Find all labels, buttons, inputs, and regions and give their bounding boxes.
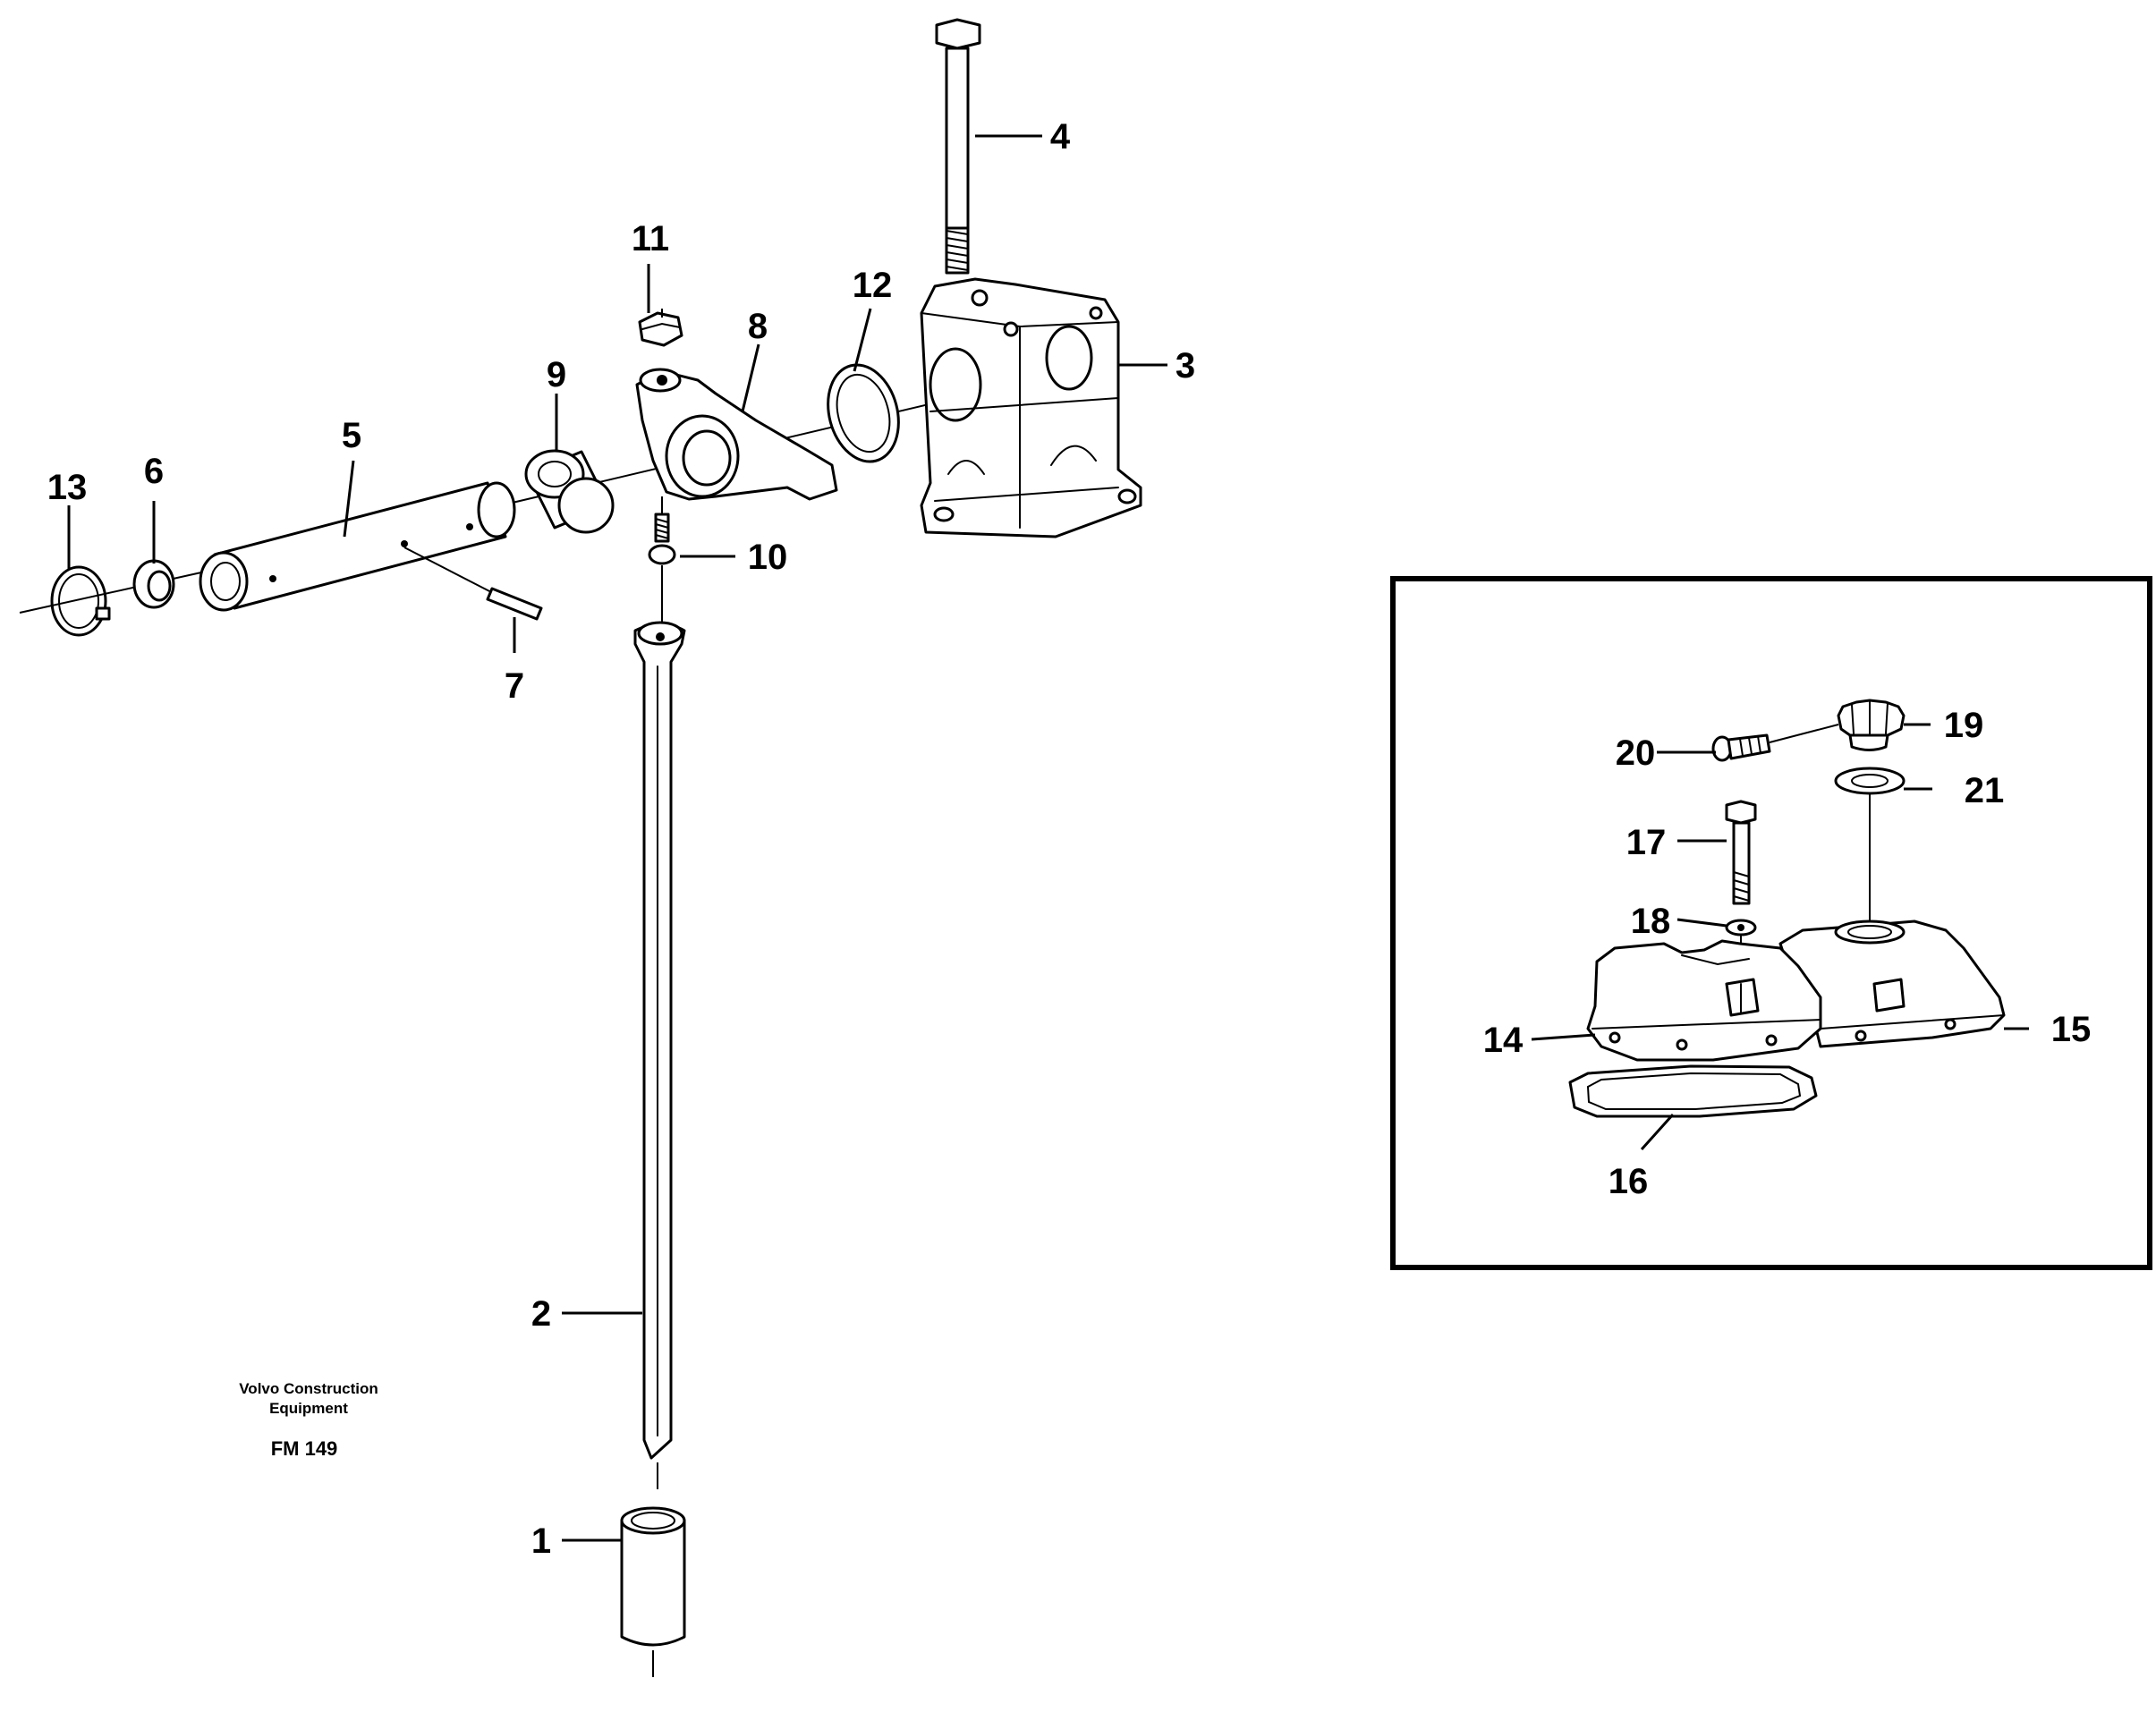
label-part-12: 12 — [853, 266, 893, 305]
label-part-17: 17 — [1626, 823, 1667, 862]
part-labels: 1 2 3 4 5 6 7 8 9 10 11 12 13 14 15 16 1… — [47, 117, 2092, 1561]
publisher-caption: Volvo Construction Equipment FM 149 — [239, 1380, 378, 1460]
washer-drawing — [827, 363, 900, 463]
label-part-5: 5 — [342, 416, 361, 455]
label-part-10: 10 — [748, 538, 788, 577]
breather-screw-drawing — [1711, 724, 1839, 762]
label-part-13: 13 — [47, 468, 88, 507]
spacer-ring-drawing — [132, 559, 175, 609]
label-part-9: 9 — [547, 355, 566, 394]
circlip-drawing — [50, 565, 111, 637]
label-part-15: 15 — [2051, 1010, 2092, 1049]
rocker-bracket-drawing — [920, 277, 1142, 538]
leader-lines-inset — [1531, 723, 2029, 1151]
push-rod-drawing — [633, 621, 686, 1489]
publisher-line-2: Equipment — [269, 1400, 348, 1417]
label-part-7: 7 — [505, 666, 524, 706]
cover-gasket-drawing — [1568, 1064, 1818, 1118]
label-part-1: 1 — [531, 1521, 551, 1561]
lock-nut-drawing — [638, 309, 683, 347]
pin-drawing — [403, 547, 543, 621]
label-part-11: 11 — [632, 219, 669, 259]
bushing-drawing — [524, 449, 615, 534]
inset-frame — [1390, 576, 2152, 1270]
label-part-16: 16 — [1609, 1162, 1649, 1201]
adjusting-screw-drawing — [648, 496, 676, 622]
label-part-20: 20 — [1616, 733, 1656, 773]
valve-cover-drawing — [1586, 939, 1822, 1062]
rocker-shaft-drawing — [199, 481, 516, 612]
leader-lines-main — [67, 134, 1167, 1542]
valve-cover-with-filler-drawing — [1778, 920, 2006, 1048]
tappet-drawing — [620, 1506, 686, 1677]
label-part-14: 14 — [1483, 1021, 1524, 1060]
rocker-arm-drawing — [635, 368, 838, 501]
label-part-8: 8 — [748, 307, 768, 346]
cap-seal-drawing — [1834, 767, 1906, 935]
label-part-6: 6 — [144, 452, 164, 491]
publisher-line-1: Volvo Construction — [239, 1380, 378, 1397]
label-part-21: 21 — [1965, 771, 2005, 810]
bracket-bolt-drawing — [935, 18, 981, 275]
label-part-4: 4 — [1050, 117, 1071, 157]
label-part-18: 18 — [1631, 902, 1671, 941]
filler-cap-drawing — [1837, 699, 1906, 751]
figure-code: FM 149 — [271, 1437, 338, 1460]
label-part-2: 2 — [531, 1294, 551, 1334]
label-part-3: 3 — [1176, 346, 1195, 386]
cover-bolt-drawing — [1725, 800, 1757, 905]
label-part-19: 19 — [1944, 706, 1984, 745]
